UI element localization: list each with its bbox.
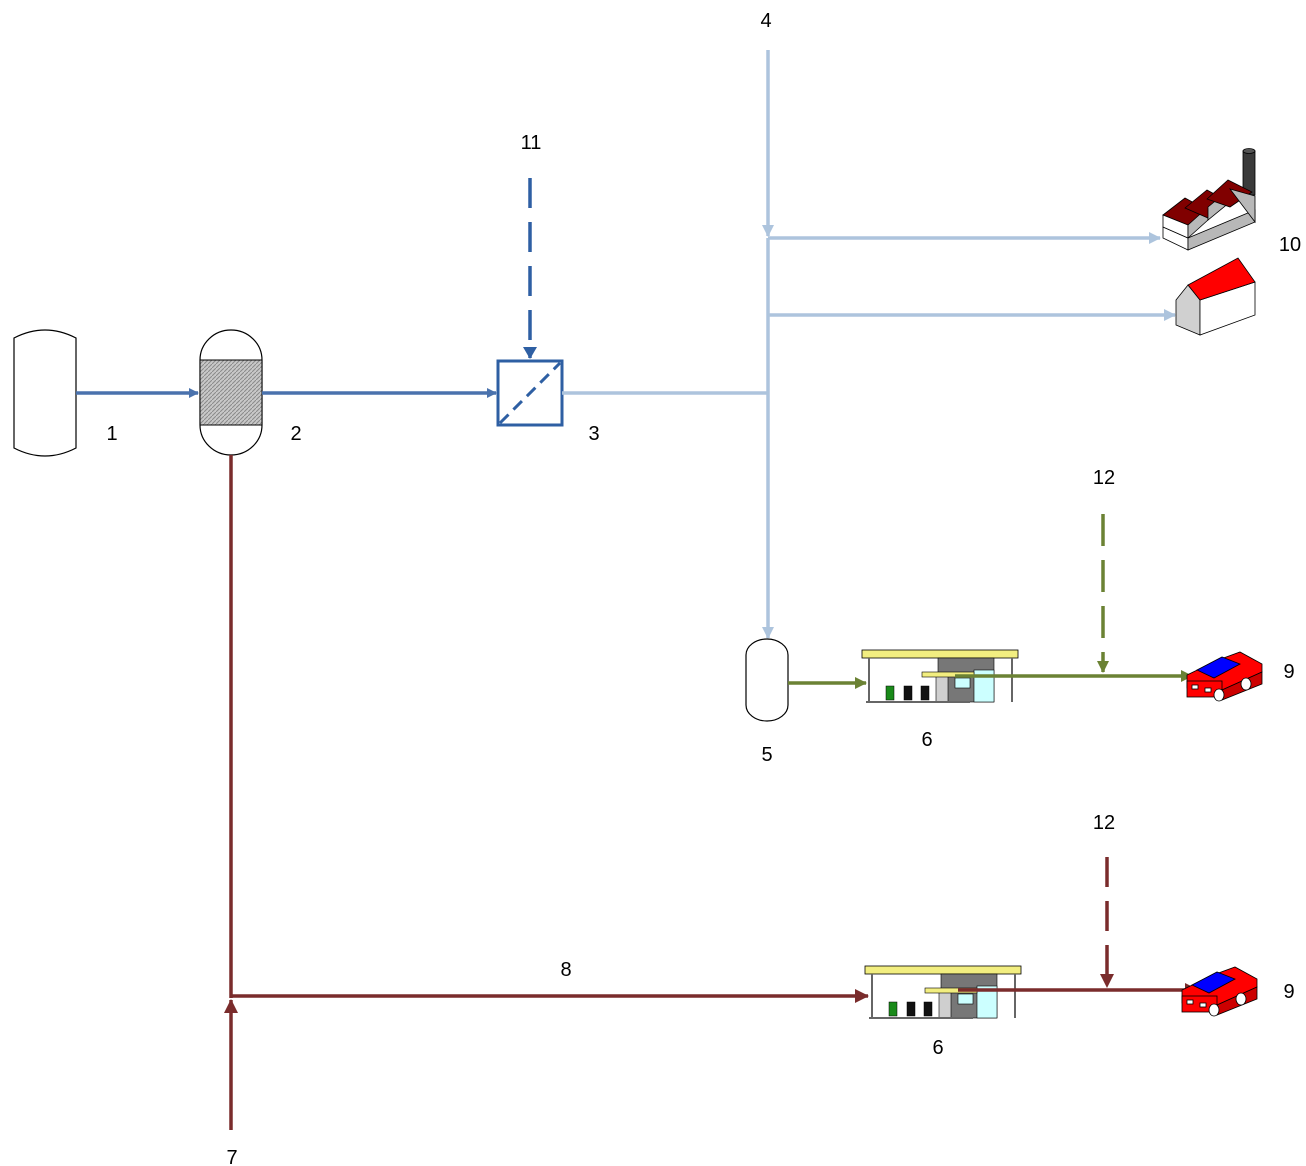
- label-6-lower: 6: [932, 1037, 943, 1059]
- distribution-network: [562, 50, 1176, 639]
- label-9-lower: 9: [1283, 981, 1294, 1003]
- label-1: 1: [106, 423, 117, 445]
- label-12-upper: 12: [1093, 467, 1115, 489]
- label-6-upper: 6: [921, 729, 932, 751]
- fuel-station-icon: [864, 965, 1022, 1019]
- label-5: 5: [761, 744, 772, 766]
- label-7: 7: [226, 1147, 237, 1166]
- factory-icon: [1162, 148, 1256, 251]
- label-2: 2: [290, 423, 301, 445]
- house-icon: [1175, 257, 1256, 336]
- label-9-upper: 9: [1283, 661, 1294, 683]
- label-10: 10: [1279, 234, 1301, 256]
- label-4: 4: [760, 10, 771, 32]
- label-8: 8: [560, 959, 571, 981]
- label-12-lower: 12: [1093, 812, 1115, 834]
- storage-tank-icon: [13, 329, 77, 457]
- fuel-station-icon: [861, 649, 1019, 703]
- adsorber-icon: [199, 329, 263, 456]
- storage-tank-icon: [745, 638, 789, 722]
- label-3: 3: [588, 423, 599, 445]
- label-11: 11: [521, 132, 542, 154]
- membrane-unit-icon: [496, 359, 564, 427]
- car-icon: [1186, 651, 1263, 702]
- car-icon: [1181, 966, 1258, 1017]
